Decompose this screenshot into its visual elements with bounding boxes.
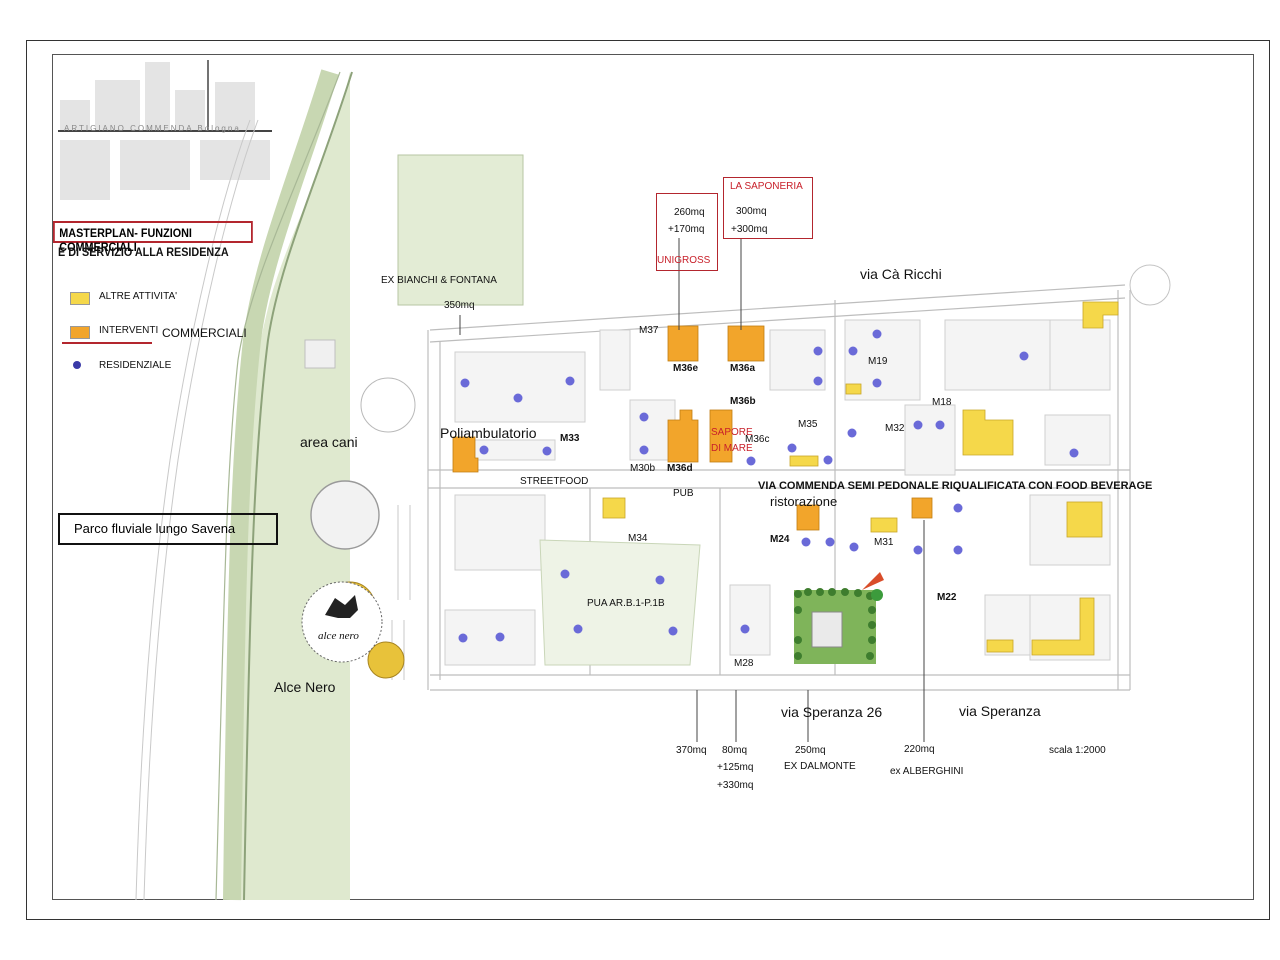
label-pua: PUA AR.B.1-P.1B (587, 598, 665, 609)
header-faint-text: ARTIGIANO COMMENDA Bologna (64, 124, 241, 133)
railway-line-2 (143, 119, 259, 901)
label-streetfood: STREETFOOD (520, 476, 589, 487)
lot-m31: M31 (874, 537, 894, 548)
area-125mq: +125mq (717, 762, 754, 773)
elk-icon (325, 595, 358, 618)
logo-icon (871, 589, 883, 601)
saponeria-box (723, 177, 813, 239)
park-block-north (397, 154, 524, 306)
label-ex-alberghini: ex ALBERGHINI (890, 766, 964, 777)
river-path-2 (215, 71, 341, 901)
parco-label-box: Parco fluviale lungo Savena (58, 513, 278, 545)
small-building (304, 339, 336, 369)
lot-m34: M34 (628, 533, 648, 544)
road-network (427, 284, 1131, 691)
river-bank (223, 69, 339, 901)
roundel-building (310, 480, 380, 550)
street-via-ca-ricchi: via Cà Ricchi (860, 266, 942, 282)
label-area-cani: area cani (300, 434, 358, 450)
saponeria-name: LA SAPONERIA (730, 181, 803, 192)
interventi-blocks (452, 325, 933, 531)
saponeria-mq2: +300mq (731, 224, 768, 235)
lot-m36d: M36d (667, 463, 693, 474)
legend-red-underline (62, 342, 152, 344)
legend-label-altre: ALTRE ATTIVITA' (99, 291, 178, 302)
lot-m22: M22 (937, 592, 957, 603)
legend-label-commerciali: COMMERCIALI (162, 326, 247, 340)
lot-m24: M24 (770, 534, 790, 545)
railway-line (135, 119, 251, 901)
label-alce-nero: Alce Nero (274, 679, 336, 695)
lot-m36c: M36c (745, 434, 770, 445)
unigross-box (656, 193, 718, 271)
river-park-area (230, 72, 350, 900)
legend-title: MASTERPLAN- FUNZIONI COMMERCIALI (53, 221, 253, 254)
legend-swatch-altre (70, 292, 90, 305)
unigross-name: UNIGROSS (657, 255, 711, 266)
building-outlines (444, 319, 1111, 666)
unigross-mq2: +170mq (668, 224, 705, 235)
scale-label: scala 1:2000 (1049, 745, 1106, 756)
residential-dots (458, 329, 1079, 643)
legend-label-residenziale: RESIDENZIALE (99, 360, 172, 371)
legend-label-interventi: INTERVENTI (99, 325, 159, 336)
label-350mq: 350mq (444, 300, 475, 311)
lot-m19: M19 (868, 356, 888, 367)
callout-lines (459, 238, 925, 742)
plaza-building (811, 611, 843, 648)
area-370mq: 370mq (676, 745, 707, 756)
lot-m28: M28 (734, 658, 754, 669)
area-80mq: 80mq (722, 745, 748, 756)
area-220mq: 220mq (904, 744, 935, 755)
altre-attivita-blocks (602, 301, 1119, 656)
alce-coin-2 (367, 641, 405, 679)
alce-nero-logo (301, 581, 383, 663)
label-pub: PUB (673, 488, 694, 499)
lot-m18: M18 (932, 397, 952, 408)
lot-m36a: M36a (730, 363, 756, 374)
lot-m35: M35 (798, 419, 818, 430)
lot-m36b: M36b (730, 396, 756, 407)
area-250mq: 250mq (795, 745, 826, 756)
lot-m33: M33 (560, 433, 580, 444)
river-path (243, 71, 353, 901)
pua-green-area (539, 539, 701, 666)
faint-buildings (60, 62, 270, 200)
label-sapore-1: SAPORE (711, 427, 753, 438)
lot-m36e: M36e (673, 363, 699, 374)
lot-m37: M37 (639, 325, 659, 336)
label-ex-bianchi: EX BIANCHI & FONTANA (381, 275, 497, 286)
street-via-speranza: via Speranza (959, 703, 1041, 719)
legend-dot-residenziale (73, 361, 81, 369)
area-330mq: +330mq (717, 780, 754, 791)
area-cani-ring (360, 377, 416, 433)
label-sapore-2: DI MARE (711, 443, 753, 454)
legend-subtitle: E DI SERVIZIO ALLA RESIDENZA (58, 245, 229, 259)
unigross-mq1: 260mq (674, 207, 705, 218)
street-via-commenda: VIA COMMENDA SEMI PEDONALE RIQUALIFICATA… (758, 480, 1153, 492)
roundabout (1129, 264, 1171, 306)
lot-m32: M32 (885, 423, 905, 434)
label-poliambulatorio: Poliambulatorio (440, 425, 537, 441)
outer-frame (26, 40, 1270, 920)
lot-m30b: M30b (630, 463, 656, 474)
alce-logo-text: alce nero (318, 630, 359, 642)
flag-icon (862, 572, 884, 590)
label-ristorazione: ristorazione (770, 494, 838, 509)
street-via-speranza-26: via Speranza 26 (781, 704, 883, 720)
saponeria-mq1: 300mq (736, 206, 767, 217)
legend-swatch-interventi (70, 326, 90, 339)
label-ex-dalmonte: EX DALMONTE (784, 761, 856, 772)
